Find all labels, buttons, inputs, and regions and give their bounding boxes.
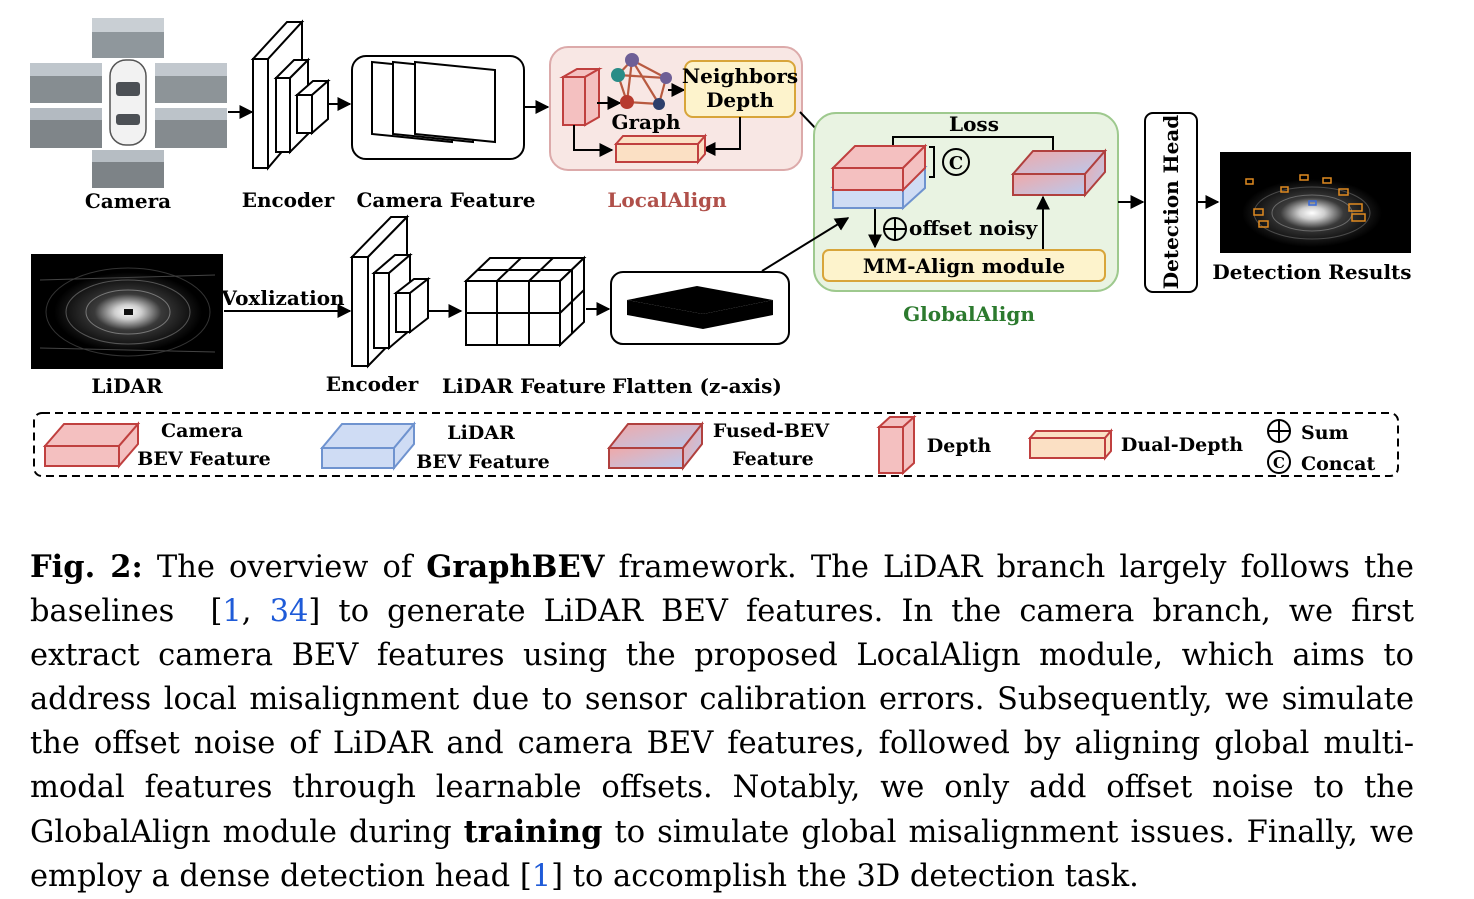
- legend-fused-bev-line2: Feature: [732, 448, 814, 470]
- lidar-feature-grid: [463, 255, 587, 348]
- legend-lidar-bev-line2: BEV Feature: [416, 451, 549, 473]
- depth-cuboid: [559, 67, 603, 127]
- camera-images: [30, 18, 227, 188]
- citation-link[interactable]: 1: [222, 593, 242, 629]
- flatten-box: [610, 271, 790, 345]
- legend-depth-label: Depth: [927, 435, 992, 457]
- svg-text:C: C: [1273, 454, 1285, 472]
- legend-lidar-bev-line1: LiDAR: [447, 422, 515, 444]
- camera-label: Camera: [85, 189, 171, 213]
- graph-node: [625, 53, 639, 67]
- camera-feature-label: Camera Feature: [356, 188, 535, 212]
- offset-noisy-label: offset noisy: [909, 216, 1039, 240]
- svg-text:C: C: [949, 153, 963, 174]
- graph-node: [620, 95, 634, 109]
- graph-node: [611, 68, 625, 82]
- legend-camera-bev-line1: Camera: [161, 420, 243, 442]
- localalign-label: LocalAlign: [607, 188, 727, 212]
- graph-label: Graph: [611, 110, 681, 134]
- legend-dual-depth-icon: [1027, 428, 1114, 461]
- legend-concat-label: Concat: [1301, 453, 1375, 475]
- legend-camera-bev-line2: BEV Feature: [137, 448, 270, 470]
- legend-camera-bev-icon: [42, 421, 141, 469]
- figure-number: Fig. 2:: [30, 548, 143, 585]
- detection-results-image: [1220, 152, 1411, 253]
- camera-encoder: [250, 19, 331, 171]
- depth-word-label: Depth: [706, 88, 774, 112]
- fused-bev-cuboid: [1010, 148, 1108, 198]
- car-icon: [109, 59, 147, 146]
- legend-lidar-bev-icon: [319, 421, 417, 471]
- legend: Camera BEV Feature LiDAR BEV Feature Fus…: [33, 412, 1399, 477]
- detection-results-label: Detection Results: [1212, 260, 1411, 284]
- legend-dual-depth-label: Dual-Depth: [1121, 434, 1243, 456]
- dual-depth-cuboid: [613, 133, 708, 165]
- flatten-label: Flatten (z-axis): [612, 374, 782, 398]
- framework-name: GraphBEV: [426, 548, 605, 585]
- loss-label: Loss: [949, 112, 999, 136]
- figure-caption: Fig. 2: The overview of GraphBEV framewo…: [30, 548, 1415, 894]
- camera-bev-cuboid: [830, 143, 928, 193]
- graphbev-framework-figure: Camera Encoder Camera Feature: [30, 18, 1412, 477]
- encoder-top-label: Encoder: [242, 188, 335, 212]
- voxlization-label: Voxlization: [220, 286, 345, 310]
- concat-icon: [942, 148, 970, 176]
- mm-align-label: MM-Align module: [863, 254, 1065, 278]
- lidar-feature-label: LiDAR Feature: [442, 374, 606, 398]
- legend-sum-label: Sum: [1301, 422, 1349, 444]
- camera-feature-box: [351, 55, 525, 160]
- lidar-image: [31, 254, 223, 369]
- localalign-module: Graph Neighbors Depth: [549, 46, 803, 171]
- citation-link[interactable]: 34: [269, 593, 309, 629]
- legend-fused-bev-icon: [606, 421, 705, 471]
- legend-concat-icon: [1267, 450, 1291, 474]
- globalalign-label: GlobalAlign: [903, 302, 1035, 326]
- encoder-bottom-label: Encoder: [326, 372, 419, 396]
- legend-depth-icon: [876, 414, 917, 476]
- graph-node: [660, 72, 672, 84]
- training-emphasis: training: [463, 813, 603, 850]
- lidar-label: LiDAR: [91, 374, 163, 398]
- detection-head-label: Detection Head: [1159, 115, 1183, 289]
- mm-align-box: [822, 249, 1106, 282]
- neighbors-label: Neighbors: [682, 64, 798, 88]
- graph-node: [653, 98, 665, 110]
- legend-fused-bev-line1: Fused-BEV: [713, 420, 830, 442]
- lidar-encoder: [349, 214, 431, 369]
- globalalign-module: Loss C offset noisy MM-Align m: [813, 112, 1119, 292]
- citation-link[interactable]: 1: [531, 858, 552, 894]
